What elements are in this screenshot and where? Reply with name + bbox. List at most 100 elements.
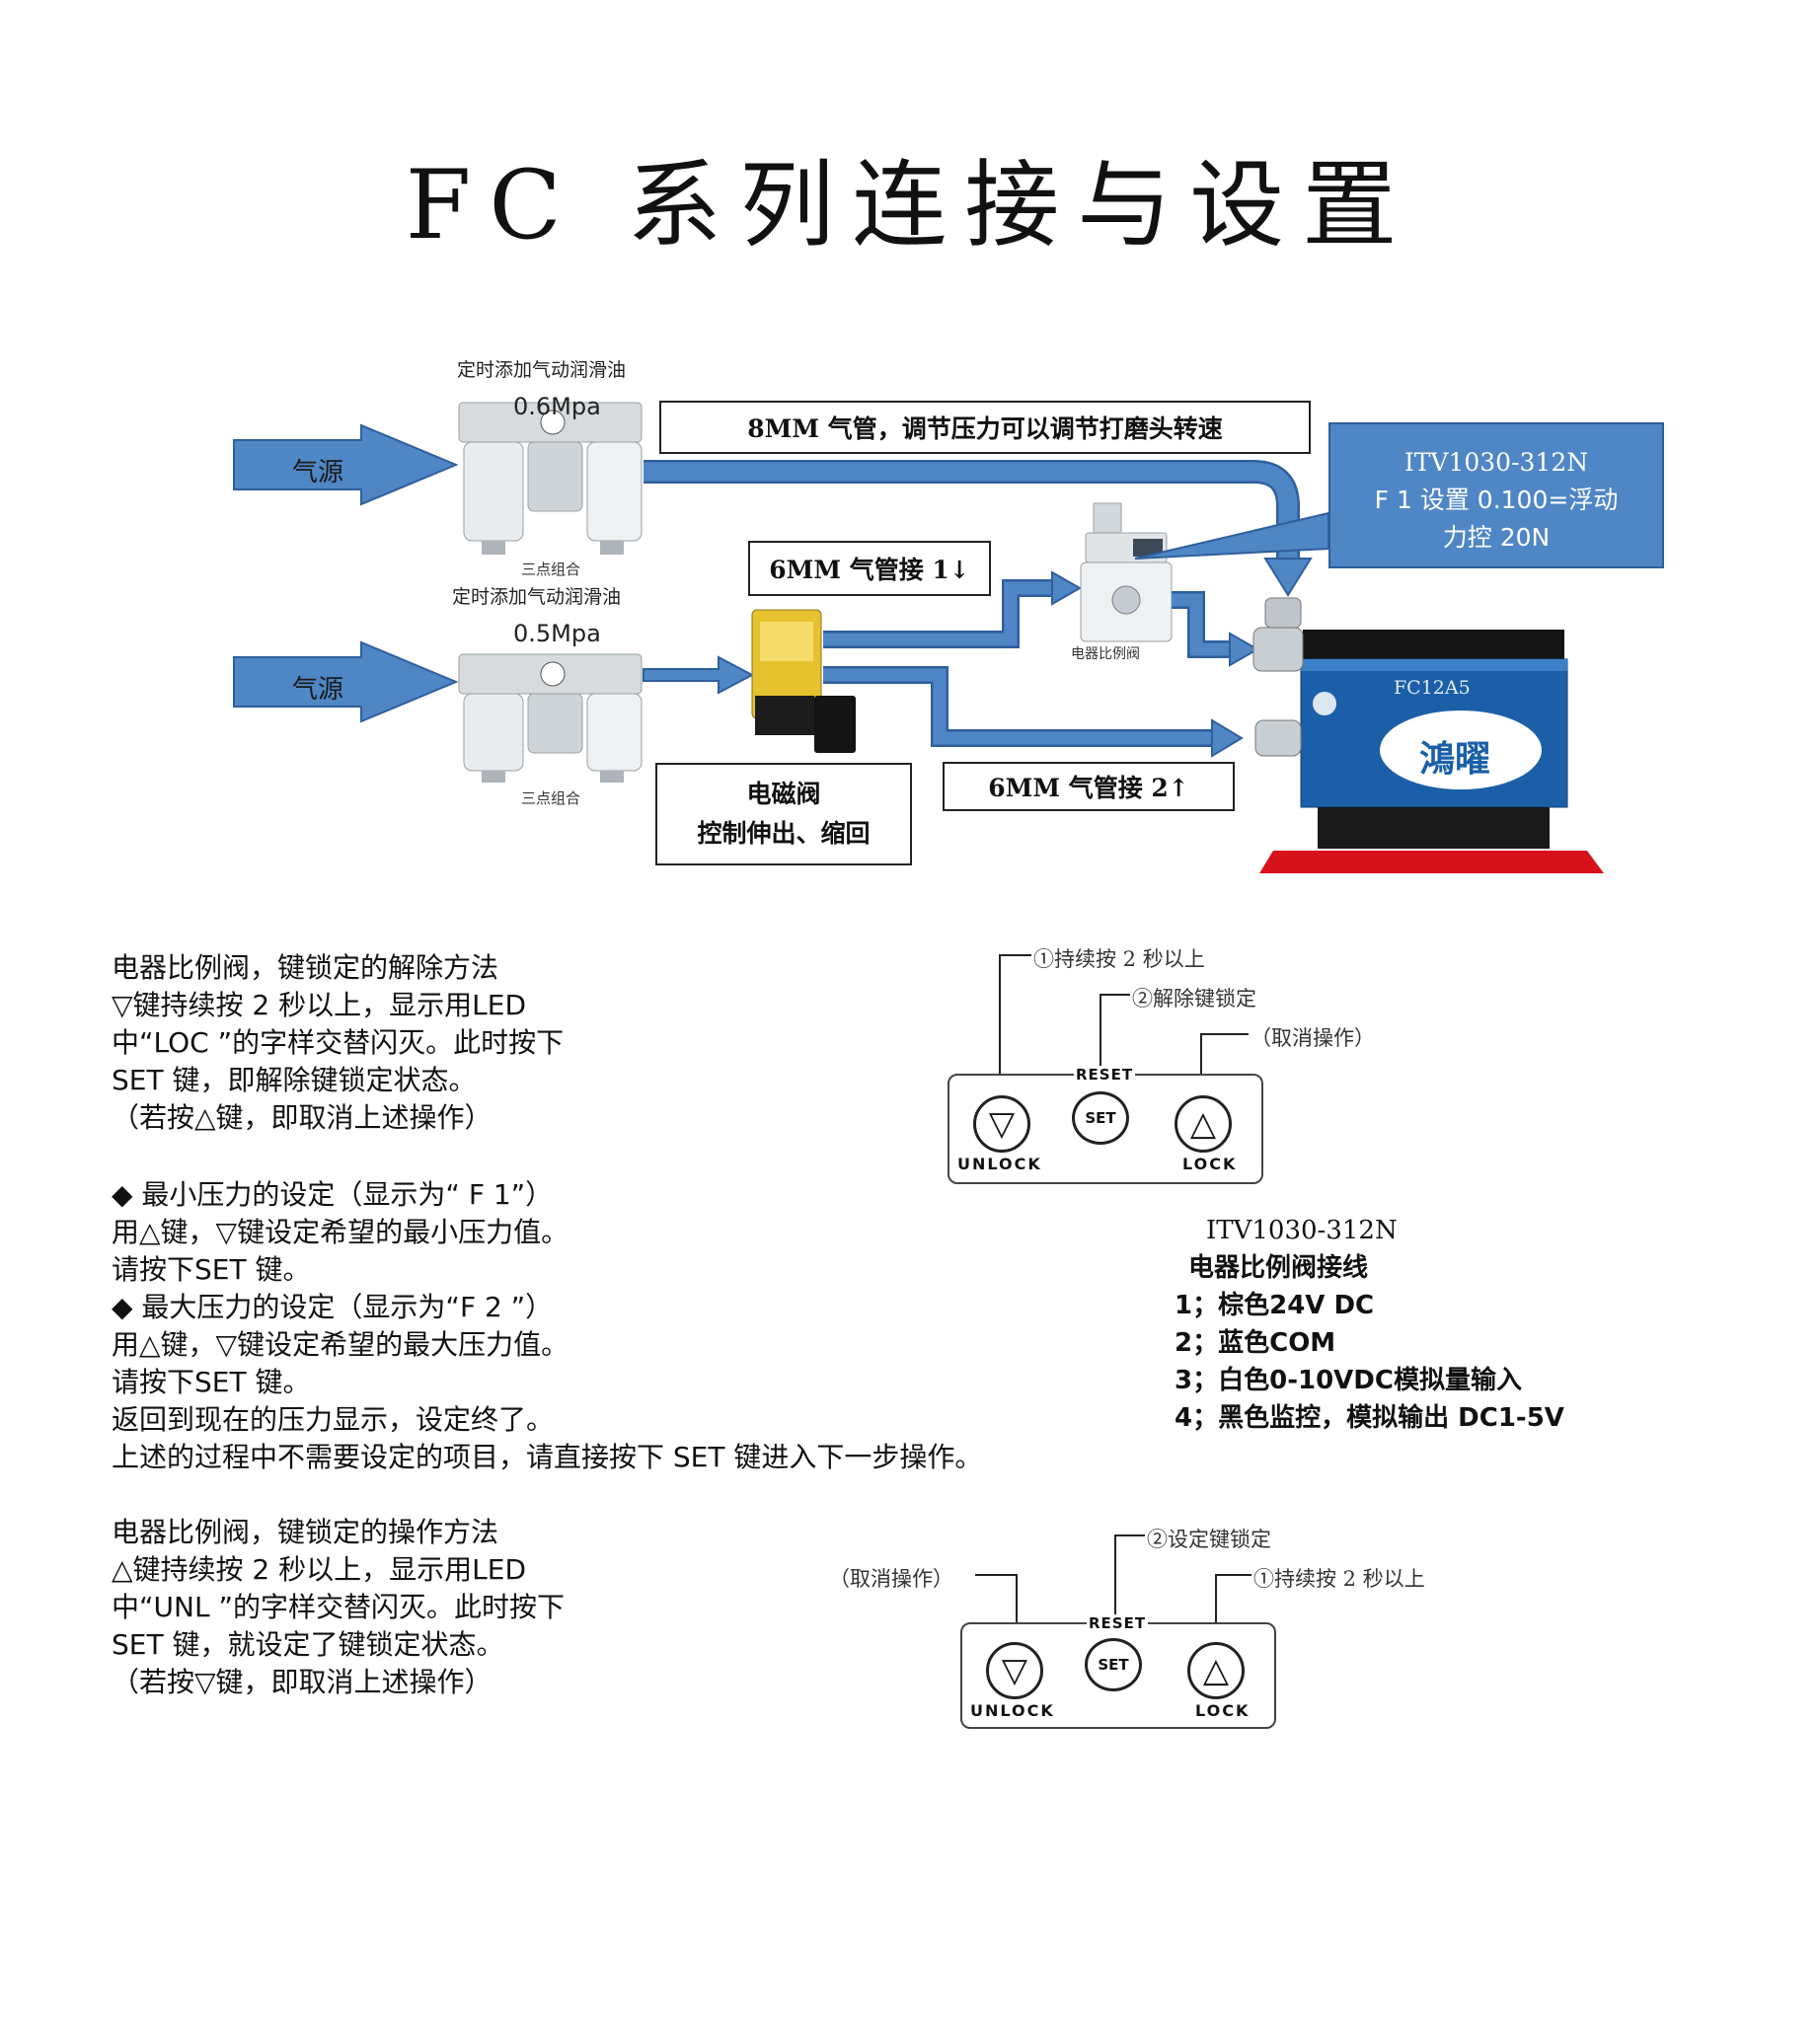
wiring-color: 蓝色 xyxy=(1218,1328,1270,1358)
lock-line: △键持续按 2 秒以上，显示用LED xyxy=(112,1553,527,1586)
callout-line1: ITV1030-312N xyxy=(1403,448,1589,477)
wiring-num: 2； xyxy=(1175,1328,1219,1358)
up-key-button[interactable]: △ xyxy=(1175,1095,1232,1153)
itv-callout: ITV1030-312N F 1 设置 0.100=浮动 力控 20N xyxy=(1328,422,1664,568)
lock-line: SET 键，就设定了键锁定状态。 xyxy=(112,1628,504,1661)
frl-unit-top xyxy=(458,402,643,555)
bottom-air-source-label: 气源 xyxy=(292,675,344,705)
set-key-button[interactable]: SET xyxy=(1085,1638,1142,1691)
settings-line: 上述的过程中不需要设定的项目，请直接按下 SET 键进入下一步操作。 xyxy=(112,1441,983,1473)
wiring-desc: 24V DC xyxy=(1269,1291,1375,1320)
wiring-section: ITV1030-312N 电器比例阀接线 1；棕色24V DC 2；蓝色COM … xyxy=(1175,1212,1767,1437)
bottom-lubricator-label: 定时添加气动润滑油 xyxy=(452,586,622,608)
fc-device xyxy=(1252,597,1604,873)
lock-line: 电器比例阀，键锁定的操作方法 xyxy=(112,1516,499,1548)
settings-line: 请按下SET 键。 xyxy=(112,1253,311,1286)
up-triangle-icon: △ xyxy=(1202,1651,1230,1690)
solenoid-valve-box: 电磁阀 控制伸出、缩回 xyxy=(655,763,912,865)
hose-6mm-1-label: 6MM 气管接 1↓ xyxy=(748,541,991,596)
keypad-unlock-note-release: ②解除键锁定 xyxy=(1132,987,1256,1010)
wiring-color: 棕色 xyxy=(1218,1291,1270,1320)
unlock-line: 电器比例阀，键锁定的解除方法 xyxy=(112,951,499,984)
settings-line: ◆ 最大压力的设定（显示为“F 2 ”） xyxy=(112,1291,554,1323)
bottom-unit-caption: 三点组合 xyxy=(521,789,581,807)
down-triangle-icon: ▽ xyxy=(1001,1651,1028,1690)
lock-key-label: LOCK xyxy=(1195,1701,1251,1720)
wiring-row: 3；白色0-10VDC模拟量输入 xyxy=(1175,1362,1767,1399)
settings-line: 用△键，▽键设定希望的最小压力值。 xyxy=(112,1216,569,1248)
lock-line: 中“UNL ”的字样交替闪灭。此时按下 xyxy=(112,1591,565,1623)
top-pressure: 0.6Mpa xyxy=(513,393,601,420)
unlock-line: 中“LOC ”的字样交替闪灭。此时按下 xyxy=(112,1026,565,1059)
device-brand: 鴻曜 xyxy=(1419,739,1491,780)
keypad-unlock-note-cancel: （取消操作） xyxy=(1251,1026,1375,1050)
unlock-key-label: UNLOCK xyxy=(957,1155,1042,1173)
settings-line: 返回到现在的压力显示，设定终了。 xyxy=(112,1403,555,1436)
wiring-num: 1； xyxy=(1175,1291,1219,1320)
callout-line2: F 1 设置 0.100=浮动 xyxy=(1374,486,1619,514)
wiring-row: 1；棕色24V DC xyxy=(1175,1287,1767,1324)
top-lubricator-label: 定时添加气动润滑油 xyxy=(457,359,627,381)
wiring-row: 4；黑色监控，模拟输出 DC1-5V xyxy=(1175,1399,1767,1437)
wiring-model: ITV1030-312N xyxy=(1206,1216,1398,1245)
up-triangle-icon: △ xyxy=(1189,1104,1217,1144)
down-key-button[interactable]: ▽ xyxy=(986,1642,1043,1699)
keypad-lock-figure: ②设定键锁定 （取消操作） ①持续按 2 秒以上 RESET ▽ SET △ U… xyxy=(829,1520,1480,1732)
up-key-button[interactable]: △ xyxy=(1187,1642,1245,1699)
unlock-instructions: 电器比例阀，键锁定的解除方法 ▽键持续按 2 秒以上，显示用LED 中“LOC … xyxy=(112,949,564,1137)
unlock-key-label: UNLOCK xyxy=(970,1701,1055,1720)
frl-unit-bottom xyxy=(458,653,643,783)
device-model: FC12A5 xyxy=(1394,677,1471,699)
solenoid-box-line2: 控制伸出、缩回 xyxy=(697,819,871,848)
set-key-label: SET xyxy=(1098,1656,1129,1674)
solenoid-box-line1: 电磁阀 xyxy=(746,780,821,808)
air-source-arrow-top xyxy=(233,423,459,506)
lock-line: （若按▽键，即取消上述操作） xyxy=(112,1666,493,1698)
wiring-num: 4； xyxy=(1175,1403,1219,1433)
connection-diagram xyxy=(233,402,1604,873)
wiring-desc: 0-10VDC模拟量输入 xyxy=(1269,1366,1522,1395)
unlock-line: （若按△键，即取消上述操作） xyxy=(112,1101,493,1134)
solenoid-valve xyxy=(751,609,856,753)
settings-line: 用△键，▽键设定希望的最大压力值。 xyxy=(112,1328,569,1361)
proportional-valve-caption: 电器比例阀 xyxy=(1071,646,1140,662)
down-key-button[interactable]: ▽ xyxy=(973,1095,1030,1153)
keypad-unlock-note-hold: ①持续按 2 秒以上 xyxy=(1033,947,1205,971)
top-air-source-label: 气源 xyxy=(292,458,344,487)
keypad-lock-panel: RESET ▽ SET △ UNLOCK LOCK xyxy=(960,1614,1276,1729)
page-title: FC 系列连接与设置 xyxy=(405,150,1415,261)
reset-label: RESET xyxy=(1074,1066,1136,1084)
wiring-row: 2；蓝色COM xyxy=(1175,1324,1767,1362)
hose-to-solenoid xyxy=(643,655,755,695)
wiring-num: 3； xyxy=(1175,1366,1219,1395)
reset-label: RESET xyxy=(1087,1614,1149,1632)
hose-8mm-label: 8MM 气管，调节压力可以调节打磨头转速 xyxy=(659,401,1311,454)
down-triangle-icon: ▽ xyxy=(988,1104,1016,1144)
keypad-lock-note-cancel: （取消操作） xyxy=(829,1567,953,1591)
unlock-line: ▽键持续按 2 秒以上，显示用LED xyxy=(112,989,527,1021)
hose-6mm-2-label: 6MM 气管接 2↑ xyxy=(943,762,1235,811)
keypad-unlock-figure: ①持续按 2 秒以上 ②解除键锁定 （取消操作） RESET ▽ SET △ U… xyxy=(943,937,1426,1189)
unlock-line: SET 键，即解除键锁定状态。 xyxy=(112,1064,477,1096)
hose-6mm-2 xyxy=(823,666,1218,747)
callout-line3: 力控 20N xyxy=(1442,523,1551,552)
wiring-color: 白色 xyxy=(1218,1366,1270,1395)
wiring-desc: 监控，模拟输出 DC1-5V xyxy=(1269,1403,1564,1433)
settings-line: ◆ 最小压力的设定（显示为“ F 1”） xyxy=(112,1178,554,1211)
settings-line: 请按下SET 键。 xyxy=(112,1366,311,1398)
keypad-lock-note-set: ②设定键锁定 xyxy=(1147,1528,1271,1551)
wiring-color: 黑色 xyxy=(1218,1403,1270,1433)
lock-key-label: LOCK xyxy=(1182,1155,1238,1173)
set-key-button[interactable]: SET xyxy=(1072,1091,1129,1145)
settings-instructions: ◆ 最小压力的设定（显示为“ F 1”） 用△键，▽键设定希望的最小压力值。 请… xyxy=(112,1176,982,1476)
top-unit-caption: 三点组合 xyxy=(521,561,581,578)
wiring-title: 电器比例阀接线 xyxy=(1188,1253,1369,1283)
keypad-lock-note-hold: ①持续按 2 秒以上 xyxy=(1253,1567,1425,1591)
lock-instructions: 电器比例阀，键锁定的操作方法 △键持续按 2 秒以上，显示用LED 中“UNL … xyxy=(112,1514,565,1701)
air-source-arrow-bottom xyxy=(233,640,459,723)
bottom-pressure: 0.5Mpa xyxy=(513,620,601,647)
set-key-label: SET xyxy=(1085,1109,1116,1127)
proportional-valve xyxy=(1080,502,1173,642)
keypad-unlock-panel: RESET ▽ SET △ UNLOCK LOCK xyxy=(948,1066,1263,1184)
wiring-desc: COM xyxy=(1269,1328,1336,1358)
